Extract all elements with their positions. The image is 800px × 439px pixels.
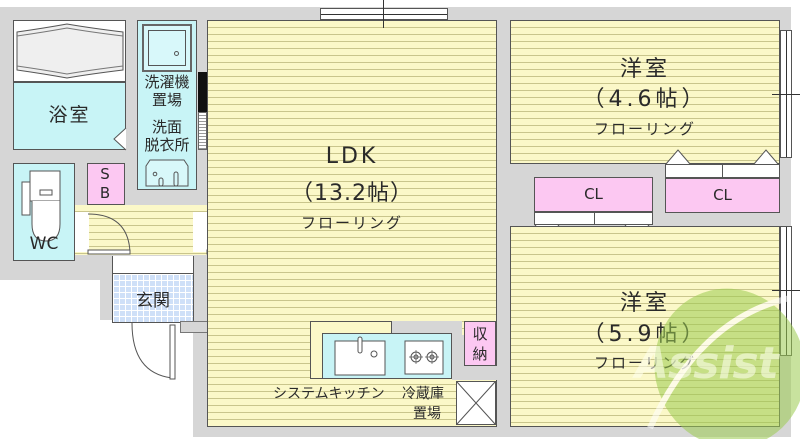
storage-line1: 収: [472, 325, 488, 343]
shoe-box-line2: B: [99, 184, 113, 202]
ldk-name: LDK: [325, 144, 379, 169]
entrance-step: [112, 256, 194, 273]
shoe-box: S B: [87, 163, 125, 205]
assist-watermark-text: Assist: [635, 338, 779, 389]
toilet-icon: [21, 170, 61, 242]
western-room-2-window-mark: [772, 290, 800, 291]
toilet-door-swing-icon[interactable]: [87, 212, 133, 257]
fridge-cross-icon: [456, 381, 496, 425]
closet-2-doors[interactable]: [665, 164, 780, 178]
ldk-window: [320, 8, 448, 20]
stove-icon: [404, 340, 444, 375]
washbasin-icon: [145, 159, 189, 187]
entrance-label: 玄関: [136, 291, 170, 311]
closet-1[interactable]: CL: [534, 177, 653, 212]
fridge-space-line1: 冷蔵庫: [402, 386, 444, 402]
western-room-1-window-mark: [772, 94, 800, 95]
hallway: [75, 205, 207, 255]
washroom-door-sliding[interactable]: [198, 112, 207, 150]
storage-base: [452, 366, 497, 380]
fridge-space-line2: 置場: [413, 406, 441, 422]
western-room-1-name: 洋室: [619, 57, 670, 82]
closet-1-doors[interactable]: [534, 212, 653, 225]
sink-icon: [334, 336, 386, 376]
ldk-window-mark: [383, 0, 384, 28]
shoe-box-line1: S: [100, 165, 112, 183]
toilet-doorway: [75, 212, 89, 252]
storage-closet[interactable]: 収 納: [464, 321, 496, 366]
ldk-floor-type: フローリング: [300, 214, 403, 232]
washer-space-line2: 置場: [151, 91, 182, 109]
washroom-line2: 脱衣所: [144, 136, 190, 154]
system-kitchen[interactable]: [322, 333, 452, 379]
washroom: 洗濯機 置場 洗面 脱衣所: [137, 20, 197, 190]
ldk-size: （13.2帖）: [291, 181, 413, 206]
entrance-door-swing-icon[interactable]: [130, 322, 176, 383]
assist-watermark-logo: [647, 288, 800, 439]
western-room-1: 洋室 （4.6帖） フローリング: [510, 20, 780, 164]
washer-space-line1: 洗濯機: [144, 73, 190, 91]
toilet-room: WC: [13, 163, 75, 261]
western-room-1-size: （4.6帖）: [582, 87, 708, 112]
closet-2-door-arrows-icon: [665, 149, 779, 165]
bathroom-door-icon: [113, 127, 127, 151]
fridge-space: [456, 381, 496, 425]
entrance: 玄関: [112, 273, 194, 323]
western-room-2-name: 洋室: [619, 291, 670, 316]
washing-machine-icon: [142, 24, 192, 72]
western-room-1-floor-type: フローリング: [593, 120, 696, 138]
washroom-door[interactable]: [198, 72, 207, 112]
closet-2-label: CL: [713, 186, 732, 204]
bathroom: 浴室: [13, 82, 126, 150]
closet-1-label: CL: [584, 185, 603, 203]
kitchen-label: システムキッチン: [273, 386, 385, 402]
ldk-doorway: [193, 212, 207, 252]
kitchen-wall: [392, 321, 462, 335]
bathtub-icon: [16, 23, 124, 79]
storage-line2: 納: [472, 345, 488, 363]
closet-2[interactable]: CL: [665, 178, 780, 213]
washroom-line1: 洗面: [151, 118, 182, 136]
toilet-label: WC: [29, 234, 59, 254]
bathroom-label: 浴室: [48, 104, 91, 126]
